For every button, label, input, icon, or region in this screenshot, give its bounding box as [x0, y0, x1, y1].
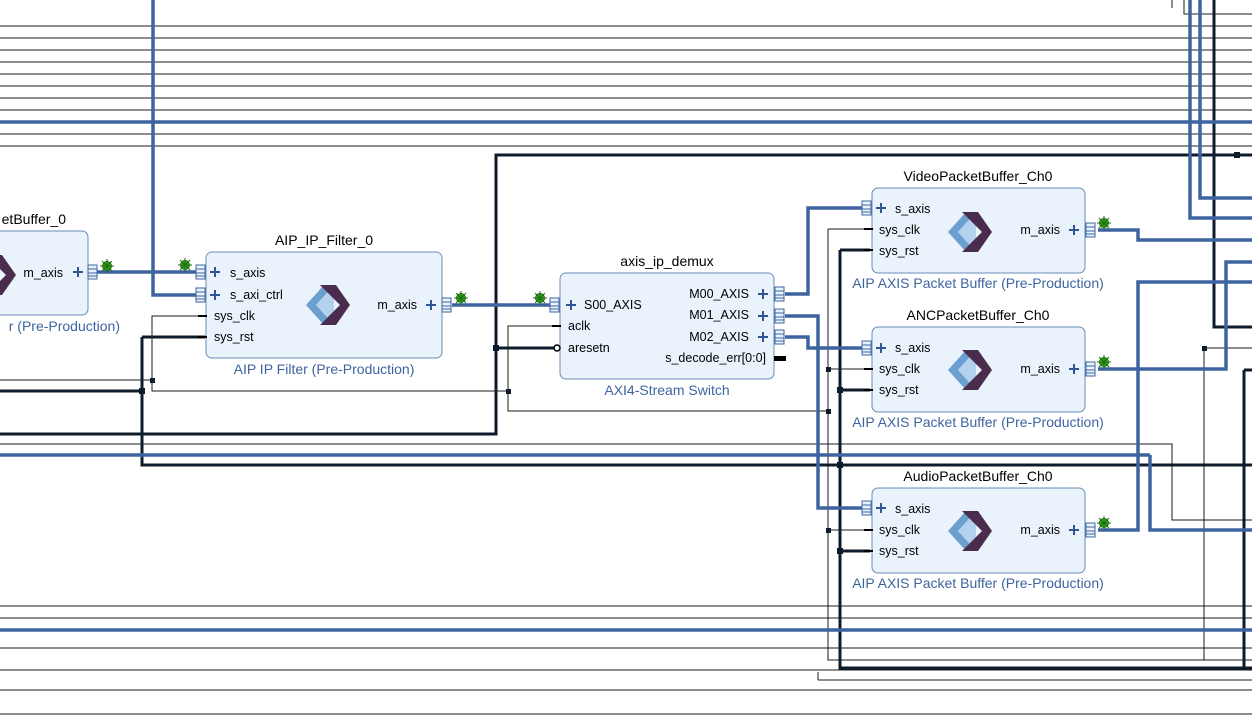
block-subtitle: AIP AXIS Packet Buffer (Pre-Production) — [852, 275, 1104, 291]
port-aclk[interactable]: aclk — [568, 319, 591, 333]
bus-connector-icon — [861, 340, 872, 356]
port-s-decode-err[interactable]: s_decode_err[0:0] — [665, 351, 766, 365]
block-audio-packet-buffer[interactable]: AudioPacketBuffer_Ch0 s_axis sys_clk sys… — [852, 468, 1112, 591]
bus-connector-icon — [774, 308, 785, 324]
port-m02-axis[interactable]: M02_AXIS — [689, 330, 749, 344]
port-sys-rst[interactable]: sys_rst — [879, 244, 919, 258]
clock-nets — [0, 0, 1252, 661]
block-subtitle: AXI4-Stream Switch — [604, 382, 729, 398]
block-title: axis_ip_demux — [620, 253, 713, 269]
block-title: ANCPacketBuffer_Ch0 — [907, 307, 1050, 323]
debug-marker-icon[interactable] — [1096, 354, 1112, 370]
debug-marker-icon[interactable] — [177, 257, 193, 273]
debug-marker-icon[interactable] — [1096, 515, 1112, 531]
port-m-axis[interactable]: m_axis — [1020, 523, 1060, 537]
debug-marker-icon[interactable] — [453, 290, 469, 306]
block-anc-packet-buffer[interactable]: ANCPacketBuffer_Ch0 s_axis sys_clk sys_r… — [852, 307, 1112, 430]
background-wires — [0, 25, 1252, 715]
port-m-axis[interactable]: m_axis — [1020, 223, 1060, 237]
port-m-axis[interactable]: m_axis — [377, 298, 417, 312]
plus-icon[interactable] — [1069, 364, 1079, 374]
block-title: AIP_IP_Filter_0 — [275, 232, 373, 248]
bus-connector-icon — [861, 500, 872, 516]
plus-icon[interactable] — [73, 267, 83, 277]
port-s00-axis[interactable]: S00_AXIS — [584, 298, 642, 312]
block-axis-ip-demux[interactable]: axis_ip_demux S00_AXIS aclk aresetn M00_… — [532, 253, 786, 398]
plus-icon[interactable] — [758, 311, 768, 321]
port-m-axis[interactable]: m_axis — [23, 266, 63, 280]
bus-connector-icon — [195, 287, 206, 303]
port-s-axis[interactable]: s_axis — [895, 341, 930, 355]
plus-icon[interactable] — [426, 300, 436, 310]
plus-icon[interactable] — [758, 289, 768, 299]
block-ip-filter[interactable]: AIP_IP_Filter_0 s_axis s_axi_ctrl sys_cl… — [177, 232, 469, 377]
port-sys-clk[interactable]: sys_clk — [879, 362, 921, 376]
block-video-packet-buffer[interactable]: VideoPacketBuffer_Ch0 s_axis sys_clk sys… — [852, 168, 1112, 291]
port-sys-clk[interactable]: sys_clk — [214, 309, 256, 323]
port-sys-rst[interactable]: sys_rst — [214, 330, 254, 344]
block-body — [871, 187, 1086, 274]
bus-connector-icon — [87, 264, 98, 280]
port-s-axis[interactable]: s_axis — [895, 202, 930, 216]
port-m-axis[interactable]: m_axis — [1020, 362, 1060, 376]
bus-pin-icon — [774, 356, 786, 361]
active-low-marker-icon — [553, 344, 561, 352]
port-s-axis[interactable]: s_axis — [230, 266, 265, 280]
debug-marker-icon[interactable] — [99, 258, 115, 274]
debug-marker-icon[interactable] — [1096, 215, 1112, 231]
bus-connector-icon — [861, 200, 872, 216]
block-title: etBuffer_0 — [2, 211, 67, 227]
port-aresetn[interactable]: aresetn — [568, 341, 610, 355]
port-sys-rst[interactable]: sys_rst — [879, 383, 919, 397]
port-sys-clk[interactable]: sys_clk — [879, 523, 921, 537]
bus-connector-icon — [1085, 222, 1096, 238]
bus-connector-icon — [774, 286, 785, 302]
bus-connector-icon — [195, 264, 206, 280]
plus-icon[interactable] — [758, 332, 768, 342]
block-subtitle: AIP AXIS Packet Buffer (Pre-Production) — [852, 575, 1104, 591]
bus-connector-icon — [774, 329, 785, 345]
bus-connector-icon — [1085, 522, 1096, 538]
bus-connector-icon — [1085, 361, 1096, 377]
plus-icon[interactable] — [566, 300, 576, 310]
plus-icon[interactable] — [210, 290, 220, 300]
port-sys-rst[interactable]: sys_rst — [879, 544, 919, 558]
axi-stream-buses — [0, 0, 1252, 632]
plus-icon[interactable] — [1069, 525, 1079, 535]
plus-icon[interactable] — [1069, 225, 1079, 235]
block-title: AudioPacketBuffer_Ch0 — [903, 468, 1052, 484]
block-subtitle: r (Pre-Production) — [9, 318, 120, 334]
junctions — [139, 152, 1240, 554]
port-s-axi-ctrl[interactable]: s_axi_ctrl — [230, 288, 283, 302]
port-sys-clk[interactable]: sys_clk — [879, 223, 921, 237]
block-title: VideoPacketBuffer_Ch0 — [904, 168, 1053, 184]
block-pkt-buffer-0[interactable]: etBuffer_0 m_axis r (Pre-Production) — [0, 211, 120, 334]
port-s-axis[interactable]: s_axis — [895, 502, 930, 516]
block-subtitle: AIP AXIS Packet Buffer (Pre-Production) — [852, 414, 1104, 430]
plus-icon[interactable] — [876, 503, 886, 513]
debug-marker-icon[interactable] — [532, 290, 548, 306]
plus-icon[interactable] — [876, 203, 886, 213]
port-m01-axis[interactable]: M01_AXIS — [689, 308, 749, 322]
bus-connector-icon — [441, 297, 452, 313]
plus-icon[interactable] — [210, 267, 220, 277]
plus-icon[interactable] — [876, 343, 886, 353]
bus-connector-icon — [549, 297, 560, 313]
port-m00-axis[interactable]: M00_AXIS — [689, 287, 749, 301]
block-subtitle: AIP IP Filter (Pre-Production) — [234, 361, 415, 377]
